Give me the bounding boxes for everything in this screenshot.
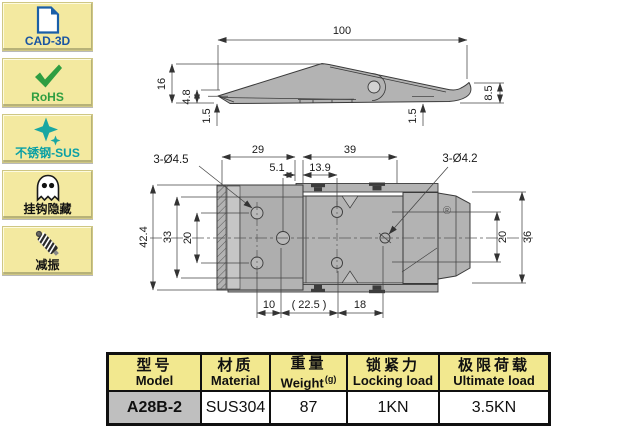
rohs-check-icon	[32, 62, 64, 90]
dim-13-9: 13.9	[309, 162, 330, 174]
sidebar-item-label: 不锈钢-SUS	[15, 145, 80, 160]
dim-1-5-left: 1.5	[201, 108, 213, 123]
dim-8-5: 8.5	[483, 85, 495, 100]
sidebar-item-cad3d[interactable]: CAD-3D	[2, 2, 93, 51]
cell-weight: 87	[269, 390, 348, 426]
sidebar-item-label: 减振	[35, 257, 60, 272]
registered-mark: ®	[443, 205, 451, 217]
dim-4-8: 4.8	[181, 89, 193, 104]
dim-42-4: 42.4	[138, 226, 150, 247]
cell-material: SUS304	[200, 390, 271, 426]
sparkle-star-icon	[33, 117, 63, 146]
technical-drawing: 100 16 4.8 1.5 1.5 8.5	[138, 25, 534, 318]
sidebar-item-damping[interactable]: 减振	[2, 226, 93, 275]
feature-sidebar: CAD-3D RoHS 不锈钢-SUS 挂钩隐藏	[2, 2, 93, 282]
dim-20-left: 20	[182, 232, 194, 244]
sidebar-item-hidden-hook[interactable]: 挂钩隐藏	[2, 170, 93, 219]
top-view-dimensions	[150, 154, 526, 318]
dim-29: 29	[252, 144, 264, 156]
col-header-weight: 重量 Weight (g)	[269, 352, 348, 393]
mounting-holes	[250, 206, 392, 270]
label-holes-left: 3-Ø4.5	[153, 154, 188, 166]
cell-model: A28B-2	[106, 390, 202, 426]
dim-100: 100	[333, 25, 351, 37]
dim-36: 36	[522, 231, 534, 243]
label-holes-right: 3-Ø4.2	[442, 153, 477, 165]
dim-16: 16	[156, 78, 168, 90]
sidebar-item-rohs[interactable]: RoHS	[2, 58, 93, 107]
cell-locking-load: 1KN	[346, 390, 440, 426]
rivet-screws	[311, 182, 385, 294]
ghost-icon	[33, 174, 63, 202]
sidebar-item-label: CAD-3D	[24, 33, 71, 48]
sidebar-item-sus[interactable]: 不锈钢-SUS	[2, 114, 93, 163]
cad-document-icon	[35, 5, 61, 34]
weight-unit: (g)	[324, 374, 337, 384]
centerlines	[150, 201, 533, 274]
top-view-shape	[216, 183, 471, 293]
dim-20-right: 20	[497, 231, 509, 243]
side-view-shape	[217, 63, 472, 104]
dim-39: 39	[344, 144, 356, 156]
dim-18: 18	[354, 299, 366, 311]
shock-absorber-icon	[31, 230, 65, 258]
cell-ultimate-load: 3.5KN	[438, 390, 551, 426]
sidebar-item-label: RoHS	[31, 89, 64, 104]
sidebar-item-label: 挂钩隐藏	[23, 201, 72, 216]
dim-1-5-right: 1.5	[407, 108, 419, 123]
dim-33: 33	[162, 231, 174, 243]
dim-10: 10	[263, 299, 275, 311]
side-view-dimensions	[169, 37, 504, 126]
spec-data-row: A28B-2 SUS304 87 1KN 3.5KN	[106, 390, 551, 426]
dim-22-5: ( 22.5 )	[292, 299, 327, 311]
dim-5-1: 5.1	[269, 162, 284, 174]
